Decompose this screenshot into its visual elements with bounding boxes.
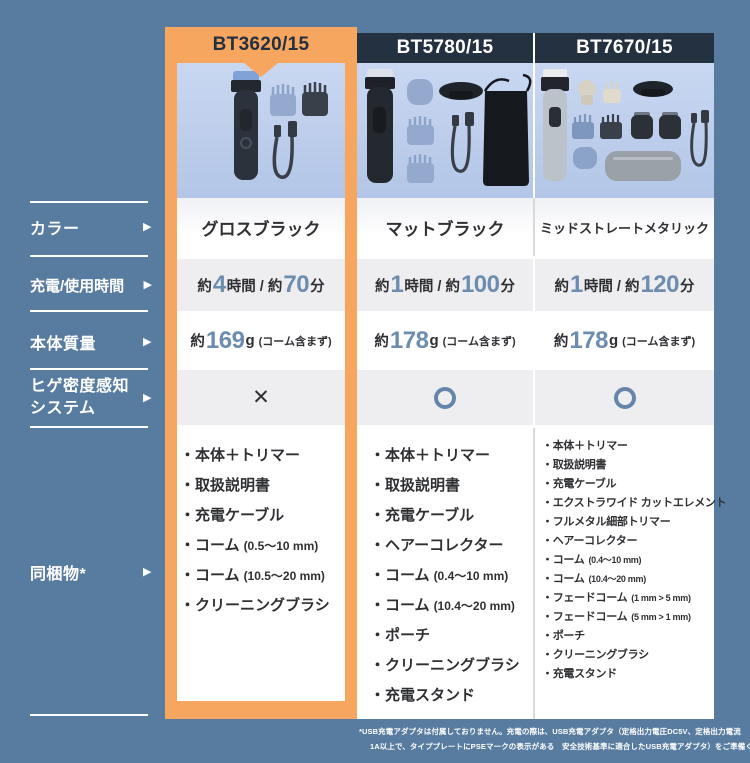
charge-hours-value: 1 <box>390 271 404 298</box>
color-value-cell: グロスブラック <box>177 198 345 256</box>
color-value-cell: マットブラック <box>357 198 533 256</box>
list-item: ・ポーチ <box>542 630 585 642</box>
list-item: ・コーム(10.4～20 mm) <box>542 573 646 585</box>
sensor-cell <box>533 370 714 425</box>
included-items-cell: ・本体＋トリマー ・取扱説明書 ・充電ケーブル ・ヘアーコレクター ・コーム(0… <box>357 428 533 719</box>
list-item: ・ポーチ <box>370 627 431 644</box>
list-item: ・充電ケーブル <box>370 507 475 524</box>
usage-minutes-value: 70 <box>283 271 310 298</box>
list-item: ・本体＋トリマー <box>542 440 628 452</box>
arrow-right-icon: ▶ <box>143 335 152 348</box>
weight-note: (コーム含まず) <box>442 335 516 348</box>
color-value-cell: ミッドストレートメタリック <box>533 198 714 256</box>
charge-hours-value: 4 <box>212 271 226 298</box>
trimmer-illustration <box>541 69 709 181</box>
list-item: ・取扱説明書 <box>180 477 271 494</box>
product-column-bt7670: BT7670/15 <box>533 33 727 719</box>
list-item: ・本体＋トリマー <box>180 447 301 464</box>
arrow-right-icon: ▶ <box>143 565 152 578</box>
footnote-line-1: *USB充電アダプタは付属しておりません。充電の際は、USB充電アダプタ（定格出… <box>359 727 741 736</box>
list-item: ・充電ケーブル <box>542 478 617 490</box>
row-label-beard-sensor: ヒゲ密度感知 システム ▶ <box>30 376 152 420</box>
weight-note: (コーム含まず) <box>622 335 696 348</box>
row-divider-line <box>30 201 148 203</box>
weight-grams-value: 178 <box>569 326 608 354</box>
usage-minutes-value: 100 <box>460 271 500 298</box>
arrow-right-icon: ▶ <box>143 391 152 404</box>
list-item: ・充電ケーブル <box>180 507 285 524</box>
usb-adapter-footnote: *USB充電アダプタは付属しておりません。充電の際は、USB充電アダプタ（定格出… <box>359 724 750 754</box>
list-item: ・コーム(10.5～20 mm) <box>180 567 325 584</box>
sensor-yes-circle <box>613 386 636 409</box>
row-label-charge-usage-time: 充電/使用時間 ▶ <box>30 272 152 298</box>
list-item: ・クリーニングブラシ <box>542 649 649 661</box>
product-model-header: BT3620/15 <box>212 34 310 55</box>
product-column-bt5780: BT5780/15 <box>357 33 533 719</box>
sensor-yes-circle <box>434 386 456 409</box>
row-label-text: カラー <box>30 221 80 238</box>
list-item: ・ヘアーコレクター <box>542 535 638 547</box>
charge-hours-value: 1 <box>570 271 583 298</box>
list-item: ・ヘアーコレクター <box>370 537 504 554</box>
footnote-line-2: 1A以上で、タイププレートにPSEマークの表示がある 安全技術基準に適合したUS… <box>370 742 750 751</box>
arrow-right-icon: ▶ <box>143 278 152 291</box>
list-item: ・フェードコーム(5 mm > 1 mm) <box>542 611 691 623</box>
row-label-body-weight: 本体質量 ▶ <box>30 329 152 355</box>
list-item: ・クリーニングブラシ <box>180 597 330 614</box>
row-label-text: 本体質量 <box>30 336 97 353</box>
sensor-cell <box>357 370 533 425</box>
weight-grams-value: 178 <box>389 326 429 354</box>
row-label-text: ヒゲ密度感知 <box>30 378 130 395</box>
list-item: ・本体＋トリマー <box>370 447 491 464</box>
product-image-bt5780 <box>357 63 533 198</box>
list-item: ・クリーニングブラシ <box>370 657 520 674</box>
list-item: ・フルメタル細部トリマー <box>542 516 671 528</box>
row-divider-line <box>30 368 148 370</box>
usage-minutes-value: 120 <box>640 271 679 298</box>
included-items-cell: ・本体＋トリマー ・取扱説明書 ・充電ケーブル ・エクストラワイド カットエレメ… <box>533 428 727 719</box>
row-label-text: システム <box>30 400 96 417</box>
product-model-header: BT5780/15 <box>357 33 533 63</box>
weight-grams-value: 169 <box>205 326 245 354</box>
sensor-cell: ✕ <box>177 370 345 425</box>
included-items-cell: ・本体＋トリマー ・取扱説明書 ・充電ケーブル ・コーム(0.5～10 mm) … <box>177 428 345 701</box>
trimmer-illustration <box>231 71 328 180</box>
product-image-bt7670 <box>533 63 714 198</box>
row-label-included-items: 同梱物* ▶ <box>30 559 152 585</box>
sensor-no-cross: ✕ <box>252 386 270 409</box>
product-model-header: BT7670/15 <box>533 33 714 63</box>
highlight-notch <box>244 63 278 77</box>
weight-note: (コーム含まず) <box>258 335 332 348</box>
row-label-text: 同梱物* <box>30 566 87 583</box>
trimmer-illustration <box>365 69 532 186</box>
row-divider-line <box>30 310 148 312</box>
list-item: ・取扱説明書 <box>542 459 607 471</box>
list-item: ・コーム(0.4～10 mm) <box>542 554 642 566</box>
arrow-right-icon: ▶ <box>143 220 152 233</box>
row-divider-line <box>30 426 148 428</box>
row-divider-line <box>30 255 148 257</box>
list-item: ・充電スタンド <box>370 687 476 704</box>
product-column-bt3620-highlighted: BT3620/15 グロスブラッ <box>165 27 357 719</box>
list-item: ・エクストラワイド カットエレメント <box>542 497 727 509</box>
list-item: ・コーム(0.4～10 mm) <box>370 567 509 584</box>
product-image-bt3620 <box>177 63 345 198</box>
list-item: ・コーム(0.5～10 mm) <box>180 537 319 554</box>
list-item: ・取扱説明書 <box>370 477 461 494</box>
row-divider-line <box>30 714 148 716</box>
list-item: ・フェードコーム(1 mm > 5 mm) <box>542 592 691 604</box>
list-item: ・充電スタンド <box>542 668 617 680</box>
row-label-text: 充電/使用時間 <box>30 277 125 295</box>
row-label-color: カラー ▶ <box>30 214 152 240</box>
list-item: ・コーム(10.4～20 mm) <box>370 597 515 614</box>
